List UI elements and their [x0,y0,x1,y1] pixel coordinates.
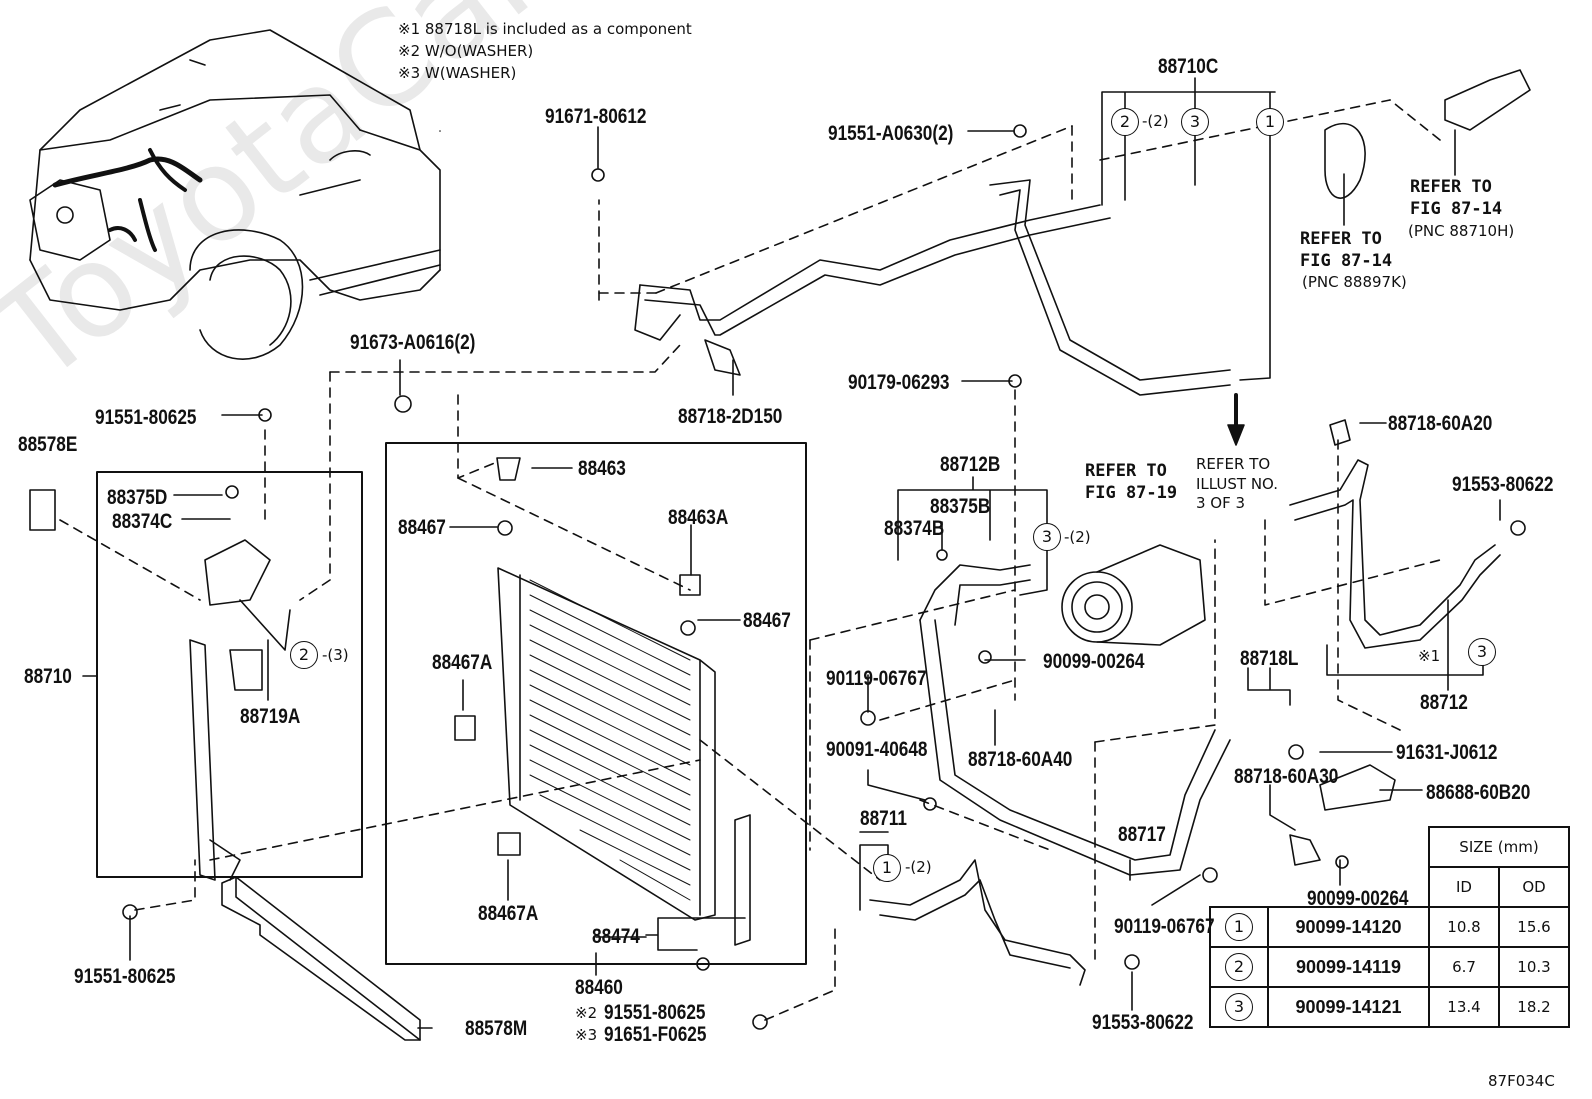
label-88467a-b[interactable]: 88467A [478,902,539,925]
label-90099-00264-b[interactable]: 90099-00264 [1307,887,1409,910]
refer-fig-87-14-k[interactable]: REFER TO FIG 87-14 [1300,229,1393,272]
label-90091-40648[interactable]: 90091-40648 [826,738,928,761]
note-2: ※2 W/O(WASHER) [398,42,534,60]
pipe-88712b-88717 [869,564,1231,986]
refer-illust-3-of-3[interactable]: REFER TO ILLUST NO. 3 OF 3 [1196,455,1279,512]
label-88375b[interactable]: 88375B [930,495,991,518]
size-row-od: 15.6 [1498,906,1570,948]
label-88463a[interactable]: 88463A [668,506,729,529]
circle-ref-1-88711: 1 [873,854,901,882]
label-91631-j0612[interactable]: 91631-J0612 [1396,741,1498,764]
label-88474[interactable]: 88474 [592,925,640,948]
label-88717[interactable]: 88717 [1118,823,1166,846]
pnc-88710h: (PNC 88710H) [1408,222,1515,240]
col-od: OD [1498,866,1570,908]
reinforcement-88578m [221,876,421,1041]
size-table: SIZE (mm) ID OD 1 90099-14120 10.8 15.6 … [1209,826,1570,1028]
label-88467-a[interactable]: 88467 [398,516,446,539]
label-88710c[interactable]: 88710C [1158,55,1219,78]
label-91553-80622-b[interactable]: 91553-80622 [1452,473,1554,496]
pnc-88897k: (PNC 88897K) [1302,273,1407,291]
label-88467a-a[interactable]: 88467A [432,651,493,674]
size-row-od: 18.2 [1498,986,1570,1028]
size-row-od: 10.3 [1498,946,1570,988]
size-row-part[interactable]: 90099-14119 [1267,946,1430,988]
size-row: 3 90099-14121 13.4 18.2 [1209,986,1570,1028]
label-91651-f0625-w3[interactable]: 91651-F0625 [604,1023,707,1046]
vehicle-illustration [29,29,441,360]
label-88711[interactable]: 88711 [860,807,907,830]
label-88719a[interactable]: 88719A [240,705,301,728]
label-91551-80625-bottom[interactable]: 91551-80625 [74,965,176,988]
label-91551-a0630[interactable]: 91551-A0630(2) [828,122,954,145]
label-90099-00264-a[interactable]: 90099-00264 [1043,650,1145,673]
note-mark-1: ※1 [1418,647,1441,665]
qty-88710c-2: -(2) [1142,112,1169,130]
size-row-id: 6.7 [1428,946,1500,988]
circle-ref-3-88710c: 3 [1181,108,1209,136]
size-row-id: 13.4 [1428,986,1500,1028]
label-88467-b[interactable]: 88467 [743,609,791,632]
label-88374b[interactable]: 88374B [884,517,945,540]
size-row-ref: 1 [1225,913,1253,941]
size-row: 2 90099-14119 6.7 10.3 [1209,946,1570,988]
note-mark-3: ※3 [575,1026,598,1044]
bracket-88578e [29,489,56,531]
circle-ref-3-88712b: 3 [1033,523,1061,551]
condenser-core [497,567,751,946]
label-88718-60a20[interactable]: 88718-60A20 [1388,412,1493,435]
circle-ref-3-88712: 3 [1468,638,1496,666]
pipe-88712 [1289,419,1501,866]
circle-ref-2-88710: 2 [290,641,318,669]
label-88463[interactable]: 88463 [578,457,626,480]
refer-fig-87-19[interactable]: REFER TO FIG 87-19 [1085,461,1178,504]
qty-88712b-3: -(2) [1064,528,1091,546]
label-88578e[interactable]: 88578E [18,433,78,456]
circle-ref-1-88710c: 1 [1256,108,1284,136]
qty-88711-1: -(2) [905,858,932,876]
label-91553-80622-a[interactable]: 91553-80622 [1092,1011,1194,1034]
label-90119-06767-a[interactable]: 90119-06767 [826,667,927,690]
fasteners [122,124,1526,1030]
circle-ref-2-88710c: 2 [1111,108,1139,136]
col-id: ID [1428,866,1500,908]
label-88688-60b20[interactable]: 88688-60B20 [1426,781,1531,804]
label-88375d[interactable]: 88375D [107,486,168,509]
label-88712b[interactable]: 88712B [940,453,1001,476]
label-88718-60a30[interactable]: 88718-60A30 [1234,765,1339,788]
label-91671-80612[interactable]: 91671-80612 [545,105,647,128]
size-header: SIZE (mm) [1428,826,1570,868]
pipe-88710c [634,69,1531,396]
refer-fig-87-14-h[interactable]: REFER TO FIG 87-14 [1410,177,1503,220]
note-mark-2: ※2 [575,1004,598,1022]
label-88718-60a40[interactable]: 88718-60A40 [968,748,1073,771]
label-88712[interactable]: 88712 [1420,691,1468,714]
label-90179-06293[interactable]: 90179-06293 [848,371,950,394]
label-88578m[interactable]: 88578M [465,1017,528,1040]
label-91673-a0616[interactable]: 91673-A0616(2) [350,331,476,354]
label-88460[interactable]: 88460 [575,976,623,999]
label-88374c[interactable]: 88374C [112,510,173,533]
size-row-part[interactable]: 90099-14120 [1267,906,1430,948]
qty-88710-2: -(3) [322,646,349,664]
compressor [1061,544,1206,646]
label-91551-80625-top[interactable]: 91551-80625 [95,406,197,429]
size-row-part[interactable]: 90099-14121 [1267,986,1430,1028]
label-91551-80625-w2[interactable]: 91551-80625 [604,1001,706,1024]
figure-code: 87F034C [1488,1072,1555,1090]
label-88710[interactable]: 88710 [24,665,72,688]
size-row-ref: 2 [1225,953,1253,981]
size-row-id: 10.8 [1428,906,1500,948]
size-row-ref: 3 [1225,993,1253,1021]
label-88718l[interactable]: 88718L [1240,647,1299,670]
note-3: ※3 W(WASHER) [398,64,517,82]
label-88718-2d150[interactable]: 88718-2D150 [678,405,783,428]
pipe-88710 [29,489,291,881]
size-row: 1 90099-14120 10.8 15.6 [1209,906,1570,948]
note-1: ※1 88718L is included as a component [398,20,692,38]
label-90119-06767-b[interactable]: 90119-06767 [1114,915,1215,938]
